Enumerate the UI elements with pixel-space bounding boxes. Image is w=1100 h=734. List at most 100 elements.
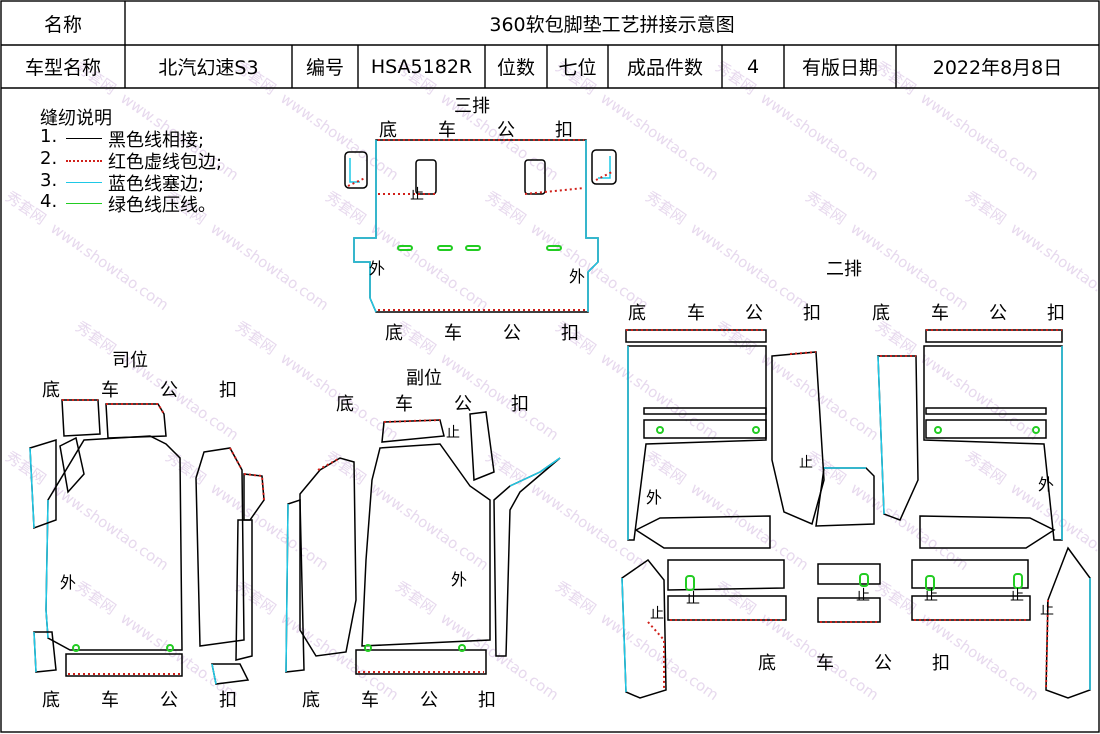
second-row-lower-left-bar (667, 559, 785, 591)
stop-mark: 止 (686, 591, 700, 607)
passenger-main-outline (361, 443, 491, 647)
second-row-lower-center-front (817, 597, 881, 623)
mark-gong: 公 (420, 690, 438, 711)
driver-bottom-left-piece (33, 631, 57, 673)
third-row-cyan-edge-right (585, 140, 599, 312)
driver-front-bar (65, 653, 183, 677)
mark-di: 底 (42, 380, 60, 401)
date-label: 有版日期 (801, 57, 878, 79)
driver-title: 司位 (112, 350, 148, 371)
mark-kou: 扣 (478, 690, 496, 711)
mark-kou: 扣 (932, 653, 950, 674)
mark-di: 底 (385, 323, 403, 344)
legend-text-2: 红色虚线包边; (108, 152, 223, 173)
mark-kou: 扣 (555, 120, 573, 141)
third-row-outline (353, 139, 599, 313)
mark-che: 车 (101, 380, 119, 401)
passenger-left-strip (285, 498, 305, 673)
legend-num-3: 3. (40, 170, 58, 191)
passenger-right-strip (493, 457, 561, 657)
mark-di: 底 (758, 653, 776, 674)
driver-main-outline (45, 435, 183, 651)
driver-right-strip (235, 519, 253, 661)
legend-num-2: 2. (40, 148, 58, 169)
mark-gong: 公 (503, 323, 521, 344)
stop-mark: 止 (410, 187, 424, 203)
driver-top-right-piece (105, 403, 167, 439)
mark-di: 底 (42, 690, 60, 711)
legend-line-red (66, 160, 102, 162)
third-row-pattern (344, 139, 617, 313)
passenger-front-bar (355, 649, 487, 675)
passenger-left-panel (299, 457, 357, 657)
second-row-left-strip (771, 351, 825, 526)
passenger-title: 副位 (406, 368, 442, 389)
third-row-bracket-right (591, 149, 617, 185)
third-row-cyan-edge-left (353, 140, 377, 313)
driver-left-strip (59, 436, 85, 494)
stop-mark: 止 (856, 588, 870, 604)
mark-kou: 扣 (561, 323, 579, 344)
second-row-pattern (621, 329, 1091, 699)
third-row-cutout-right (524, 159, 546, 195)
legend-text-3: 蓝色线塞边; (108, 174, 205, 195)
stop-mark: 止 (1040, 602, 1054, 618)
mark-kou: 扣 (219, 380, 237, 401)
second-row-right-top-strip (925, 329, 1063, 343)
outside-mark: 外 (569, 267, 586, 286)
legend-num-1: 1. (40, 126, 58, 147)
second-row-left-lower (634, 515, 771, 549)
mark-gong: 公 (454, 394, 472, 415)
second-row-right-lower (919, 515, 1056, 549)
mark-di: 底 (628, 303, 646, 324)
outside-mark: 外 (646, 488, 663, 507)
mark-kou: 扣 (511, 394, 529, 415)
second-row-center-piece (815, 467, 875, 527)
legend-text-1: 黑色线相接; (108, 130, 205, 151)
outside-mark: 外 (451, 570, 468, 589)
mark-che: 车 (438, 120, 456, 141)
legend-num-4: 4. (40, 191, 58, 212)
model-value: 北汽幻速S3 (158, 57, 259, 79)
mark-gong: 公 (160, 380, 178, 401)
mark-che: 车 (444, 323, 462, 344)
mark-gong: 公 (497, 120, 515, 141)
mark-gong: 公 (745, 303, 763, 324)
legend-title: 缝纫说明 (40, 108, 112, 129)
third-row-title: 三排 (454, 96, 490, 117)
mark-kou: 扣 (219, 690, 237, 711)
third-row-red-cutline-right (524, 187, 585, 195)
legend-line-black (66, 138, 102, 139)
legend-line-green (66, 203, 102, 204)
stop-mark: 止 (446, 425, 460, 441)
second-row-lower-left-front (667, 595, 787, 621)
third-row-bracket-left (344, 151, 368, 189)
mark-kou: 扣 (803, 303, 821, 324)
second-row-lower-right-bar (911, 559, 1029, 589)
code-label: 编号 (305, 57, 344, 79)
stop-mark: 止 (799, 455, 813, 471)
pieces-label: 成品件数 (626, 57, 703, 79)
pieces-value: 4 (746, 55, 760, 78)
legend-text-4: 绿色线压线。 (108, 195, 216, 216)
driver-pattern (29, 399, 265, 685)
name-label: 名称 (43, 13, 82, 36)
outside-mark: 外 (60, 573, 77, 592)
second-row-left-main (627, 345, 767, 541)
legend-line-cyan (66, 182, 102, 183)
mark-di: 底 (336, 394, 354, 415)
model-label: 车型名称 (24, 57, 101, 79)
second-row-side-left (621, 558, 667, 699)
outside-mark: 外 (369, 259, 386, 278)
third-row-cutout-left (415, 159, 437, 195)
second-row-title: 二排 (826, 259, 862, 280)
mark-che: 车 (687, 303, 705, 324)
mark-che: 车 (361, 690, 379, 711)
mark-gong: 公 (874, 653, 892, 674)
mark-di: 底 (872, 303, 890, 324)
mark-kou: 扣 (1047, 303, 1065, 324)
outside-mark: 外 (1038, 475, 1055, 494)
